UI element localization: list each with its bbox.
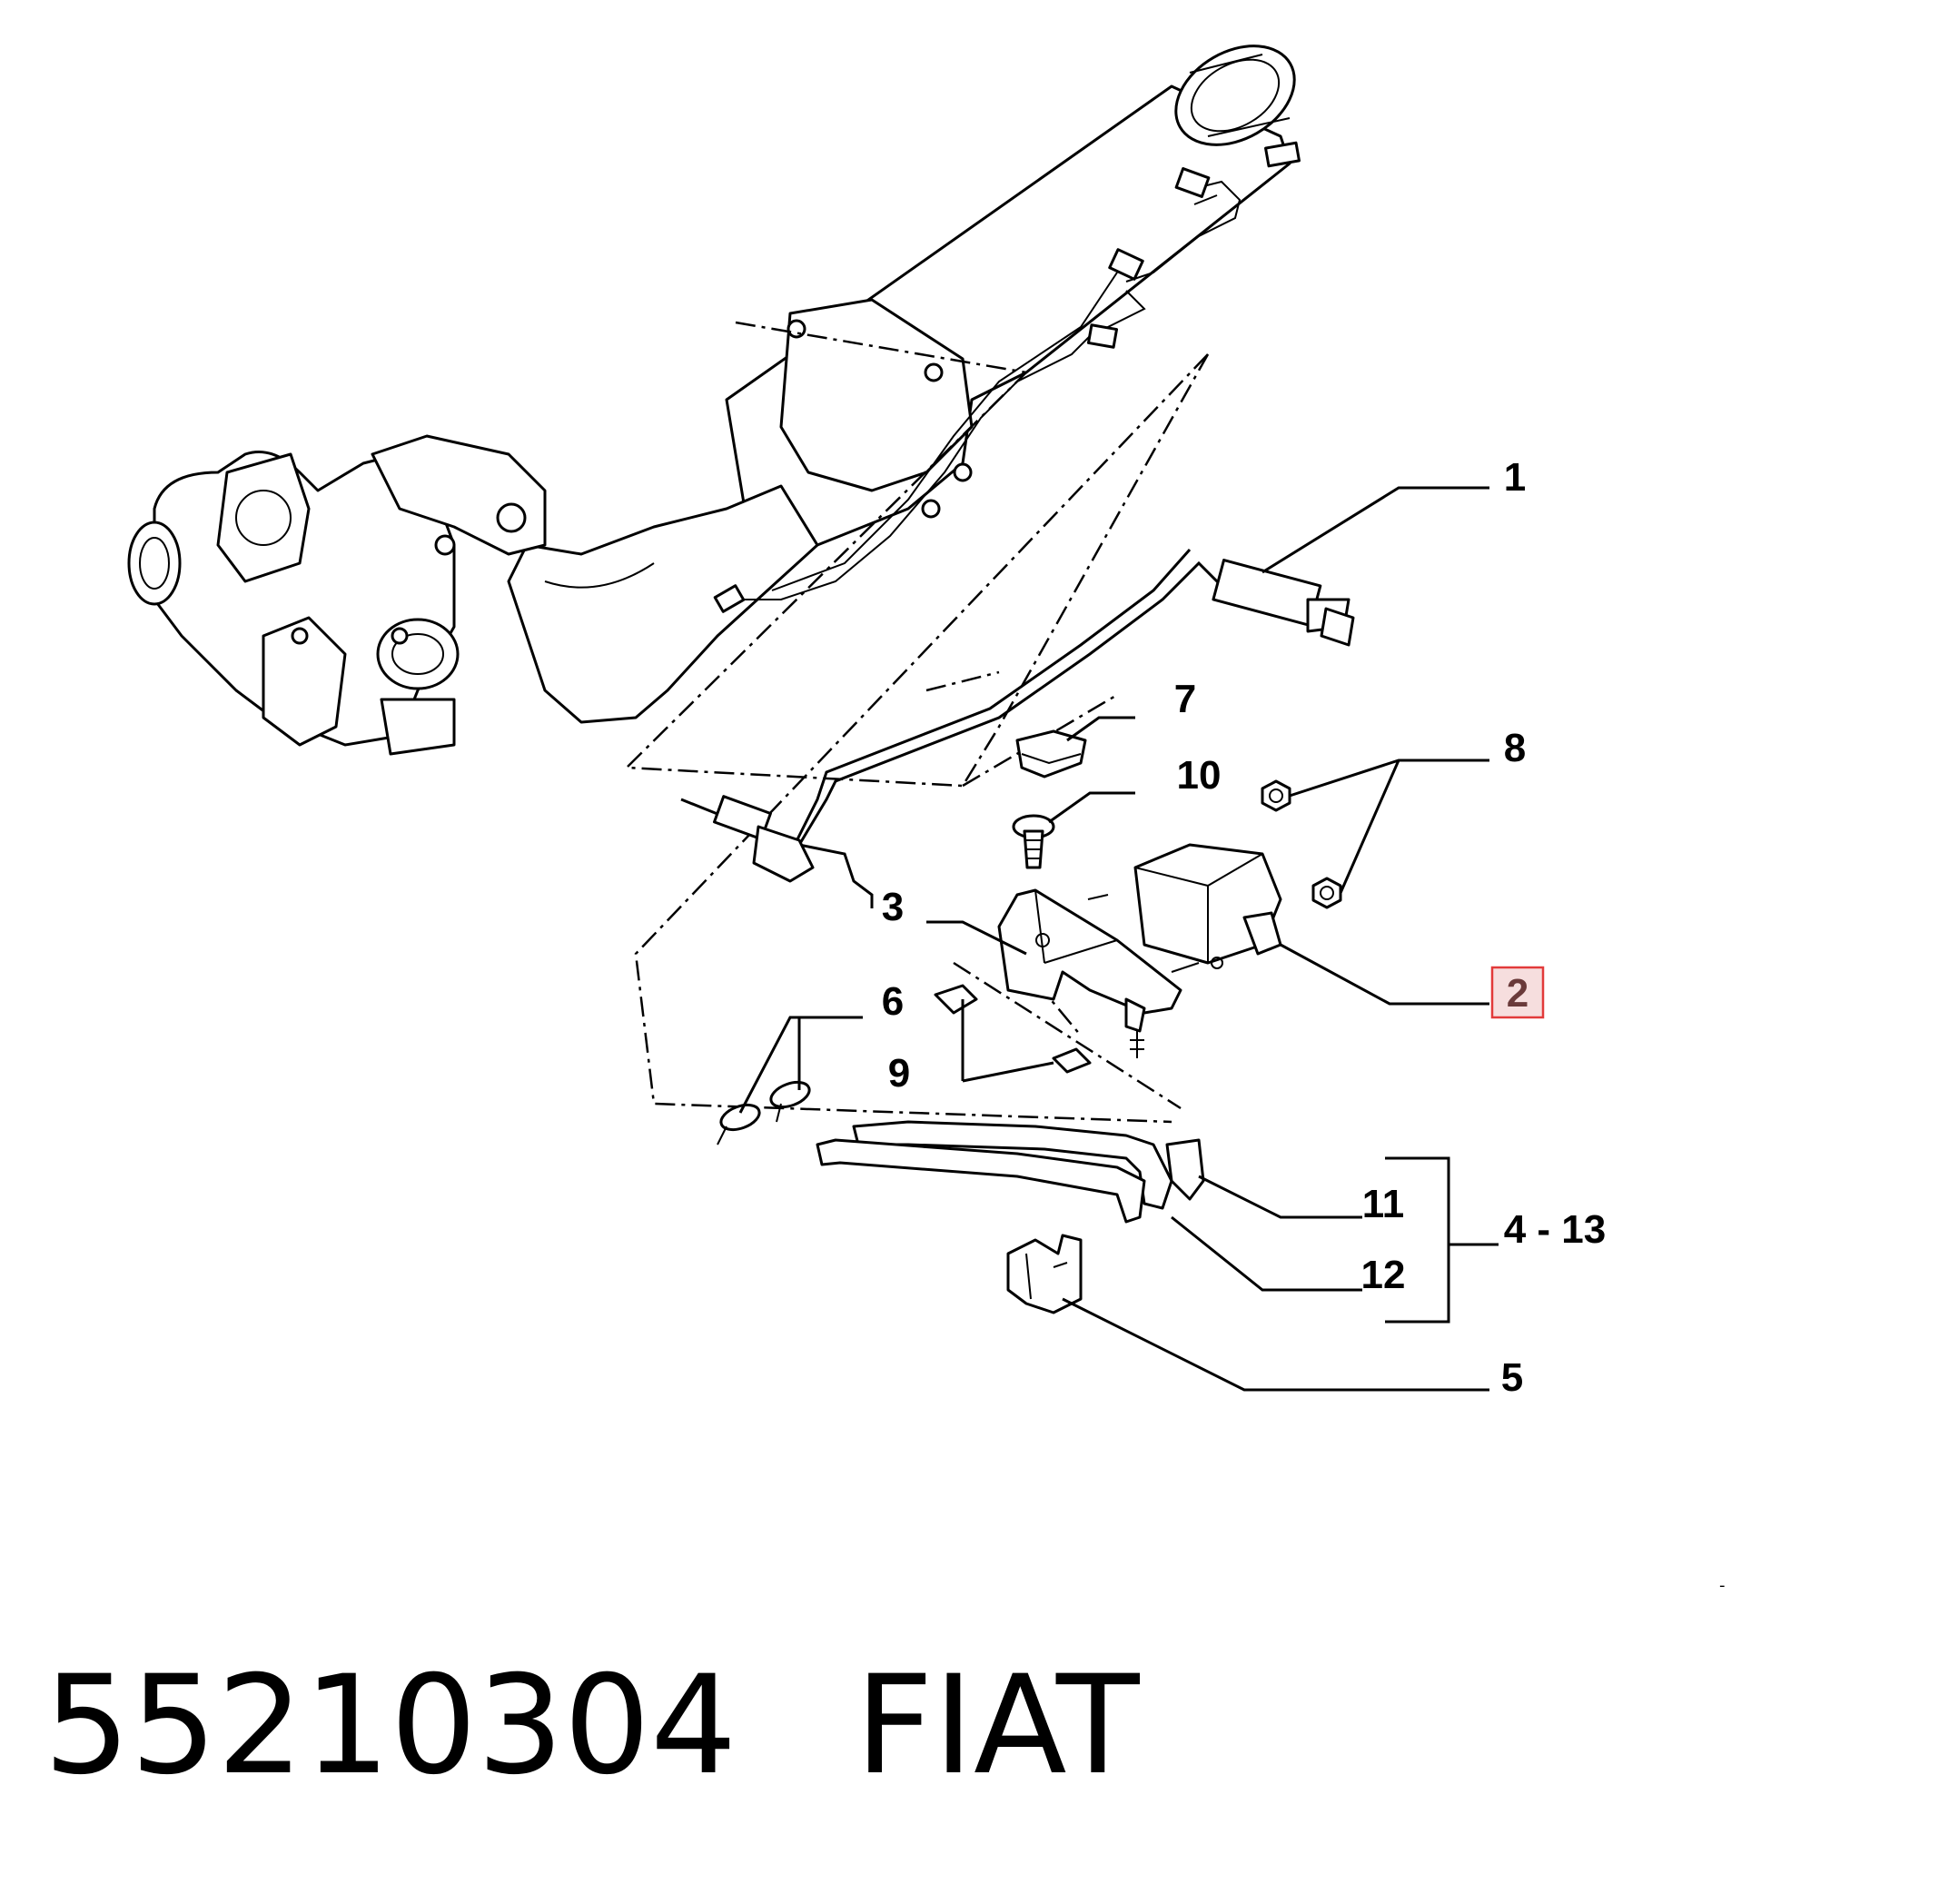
part-9-clip-nuts [934,984,1092,1074]
callout-12: 12 [1361,1253,1406,1297]
corner-mark: - [1719,1576,1726,1595]
part-2-pressure-sensor [1133,843,1282,969]
turbocharger-drawing [127,434,547,756]
leader-lines [738,486,1499,1392]
callout-2-highlight [1490,966,1545,1019]
part-3-bracket [997,888,1200,1058]
parts-11-12-hoses [816,1120,1205,1224]
callout-6: 6 [882,979,904,1024]
callout-5: 5 [1501,1355,1523,1400]
callout-11: 11 [1362,1182,1405,1226]
callout-10: 10 [1177,753,1222,798]
callout-9: 9 [888,1051,910,1096]
part-8-nuts [1261,779,1342,909]
brand-name: FIAT [855,1647,1140,1805]
callout-1: 1 [1504,455,1526,500]
part-7-cover [1015,729,1087,778]
callout-4-13: 4 - 13 [1504,1207,1607,1252]
callout-7: 7 [1174,677,1196,721]
dpf-canister-drawing [507,45,1301,724]
part-number: 55210304 [44,1647,737,1805]
part-5-clip [1006,1234,1083,1314]
callout-labels: 1 2 3 5 6 7 8 9 10 11 12 4 - 13 [882,455,1607,1400]
callout-8: 8 [1504,726,1526,770]
callout-3: 3 [882,885,904,929]
part-10-screw [1012,814,1055,869]
part-1-sensor-cable [680,549,1355,908]
callout-2: 2 [1507,971,1529,1016]
